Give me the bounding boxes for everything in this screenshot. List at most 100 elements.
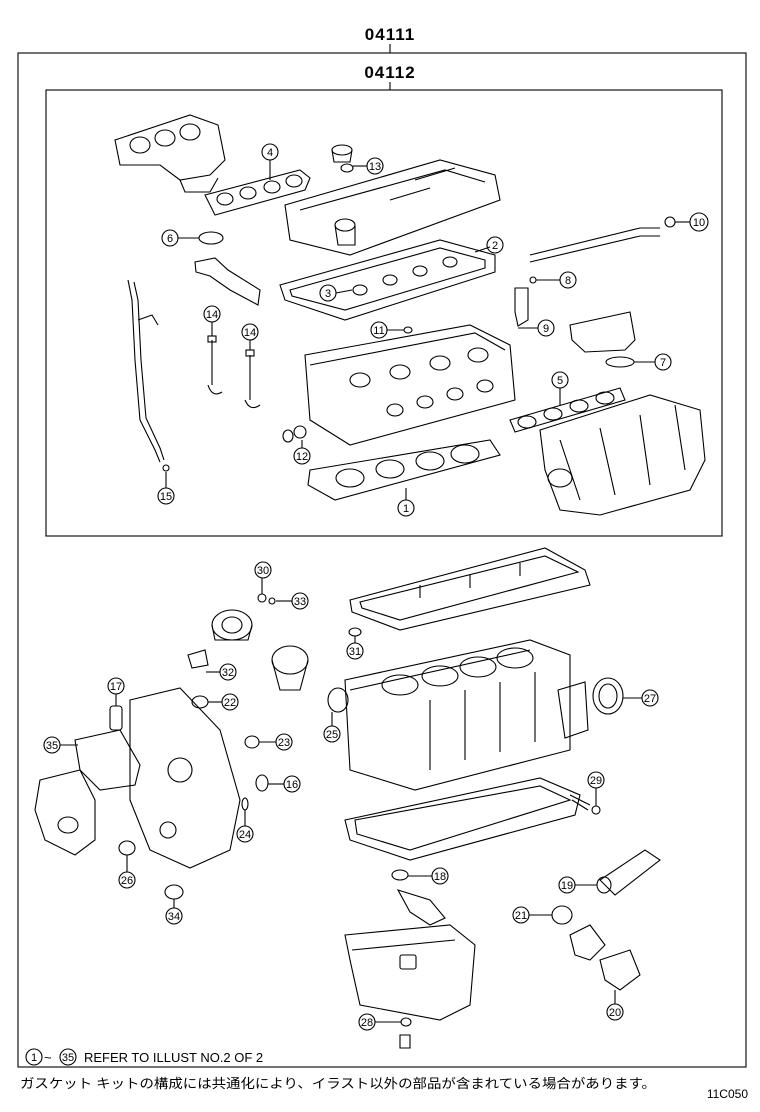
svg-text:28: 28 [361, 1017, 373, 1029]
range-start-circle [25, 1048, 43, 1066]
callout-2 [486, 236, 504, 254]
japanese-note: ガスケット キットの構成には共通化により、イラスト以外の部品が含まれている場合が… [20, 1076, 656, 1091]
svg-text:27: 27 [644, 693, 656, 705]
water-pump-drawing [34, 769, 96, 856]
outer-kit-frame [17, 52, 747, 1068]
svg-text:7: 7 [660, 357, 666, 369]
callout-14-left [203, 305, 221, 323]
svg-text:20: 20 [609, 1007, 621, 1019]
svg-text:29: 29 [590, 775, 602, 787]
range-separator: ~ [44, 1050, 52, 1065]
timing-cover-drawing [129, 687, 241, 869]
inner-kit-code: 04112 [364, 63, 415, 82]
callout-30 [254, 561, 272, 579]
svg-text:4: 4 [267, 147, 273, 159]
callout-26 [118, 871, 136, 889]
callout-15 [157, 487, 175, 505]
svg-text:26: 26 [121, 875, 133, 887]
svg-text:3: 3 [325, 288, 331, 300]
callouts-upper: 1 2 3 4 5 6 7 8 9 10 [157, 143, 709, 517]
seal-11-drawing [403, 326, 413, 334]
svg-text:17: 17 [110, 681, 122, 693]
callout-27 [641, 689, 659, 707]
gasket-22-drawing [191, 695, 209, 709]
svg-text:9: 9 [543, 323, 549, 335]
svg-text:12: 12 [296, 451, 308, 463]
exhaust-gasket-drawing [204, 169, 311, 216]
svg-text:16: 16 [286, 779, 298, 791]
oil-pan-drawing [344, 924, 476, 1049]
part-32-drawing [187, 649, 209, 669]
thermostat-drawing [551, 849, 661, 991]
callout-23 [275, 733, 293, 751]
outer-kit-code: 04111 [365, 25, 415, 44]
callout-9 [537, 319, 555, 337]
gasket-24-drawing [241, 797, 249, 811]
seal-12b-drawing [282, 429, 294, 443]
svg-text:31: 31 [349, 646, 361, 658]
reference-note: 1 ~ 35 REFER TO ILLUST NO.2 OF 2 [25, 1048, 263, 1066]
callout-34 [165, 907, 183, 925]
sensor-9-drawing [514, 287, 529, 327]
illustration-id: 11C050 [707, 1087, 748, 1101]
callout-29 [587, 771, 605, 789]
cylinder-block-drawing [344, 639, 571, 791]
callout-33 [291, 592, 309, 610]
svg-text:19: 19 [561, 880, 573, 892]
svg-text:8: 8 [565, 275, 571, 287]
callout-28 [358, 1013, 376, 1031]
seal-12-drawing [293, 425, 307, 439]
svg-text:14: 14 [244, 327, 256, 339]
exhaust-pipe-drawing [194, 257, 261, 306]
range-start-number: 1 [31, 1052, 37, 1064]
svg-text:24: 24 [239, 829, 251, 841]
callout-6 [161, 229, 179, 247]
svg-text:33: 33 [294, 596, 306, 608]
svg-text:25: 25 [326, 729, 338, 741]
part-29-drawing [591, 805, 601, 815]
svg-text:18: 18 [434, 871, 446, 883]
callout-17 [107, 677, 125, 695]
callout-21 [512, 906, 530, 924]
valve-drawings [207, 335, 261, 409]
outlet-gasket-7-drawing [605, 356, 635, 368]
part-33-drawing [268, 597, 276, 605]
callout-22 [221, 693, 239, 711]
seal-8-drawing [529, 276, 537, 284]
svg-text:22: 22 [224, 697, 236, 709]
callout-5 [551, 371, 569, 389]
svg-text:2: 2 [492, 240, 498, 252]
dipstick-drawing [127, 279, 170, 472]
intake-gasket-drawing [509, 387, 626, 433]
callout-18 [431, 867, 449, 885]
gasket-23-drawing [244, 735, 260, 749]
callout-12 [293, 447, 311, 465]
seal-26-drawing [118, 840, 136, 856]
oil-pan-gasket-drawing [344, 777, 581, 861]
reference-note-text: REFER TO ILLUST NO.2 OF 2 [84, 1050, 263, 1065]
head-cover-drawing [284, 159, 501, 256]
block-top-plate-drawing [349, 547, 591, 631]
svg-text:13: 13 [369, 161, 381, 173]
gasket-31-drawing [348, 627, 362, 637]
inner-kit-frame [45, 89, 723, 537]
svg-text:5: 5 [557, 375, 563, 387]
callout-14-right [241, 323, 259, 341]
svg-text:30: 30 [257, 565, 269, 577]
exhaust-manifold-drawing [114, 114, 226, 193]
intake-manifold-drawing [539, 394, 706, 516]
svg-text:32: 32 [222, 667, 234, 679]
svg-text:6: 6 [167, 233, 173, 245]
oil-cap-drawing [331, 144, 354, 173]
water-inlet-drawing [109, 705, 123, 731]
range-end-number: 35 [62, 1052, 74, 1064]
callout-13 [366, 157, 384, 175]
callout-11 [370, 321, 388, 339]
callout-20 [606, 1003, 624, 1021]
callout-24 [236, 825, 254, 843]
callout-32 [219, 663, 237, 681]
head-gasket-drawing [307, 439, 501, 501]
gasket-16-drawing [255, 774, 269, 792]
callout-16 [283, 775, 301, 793]
